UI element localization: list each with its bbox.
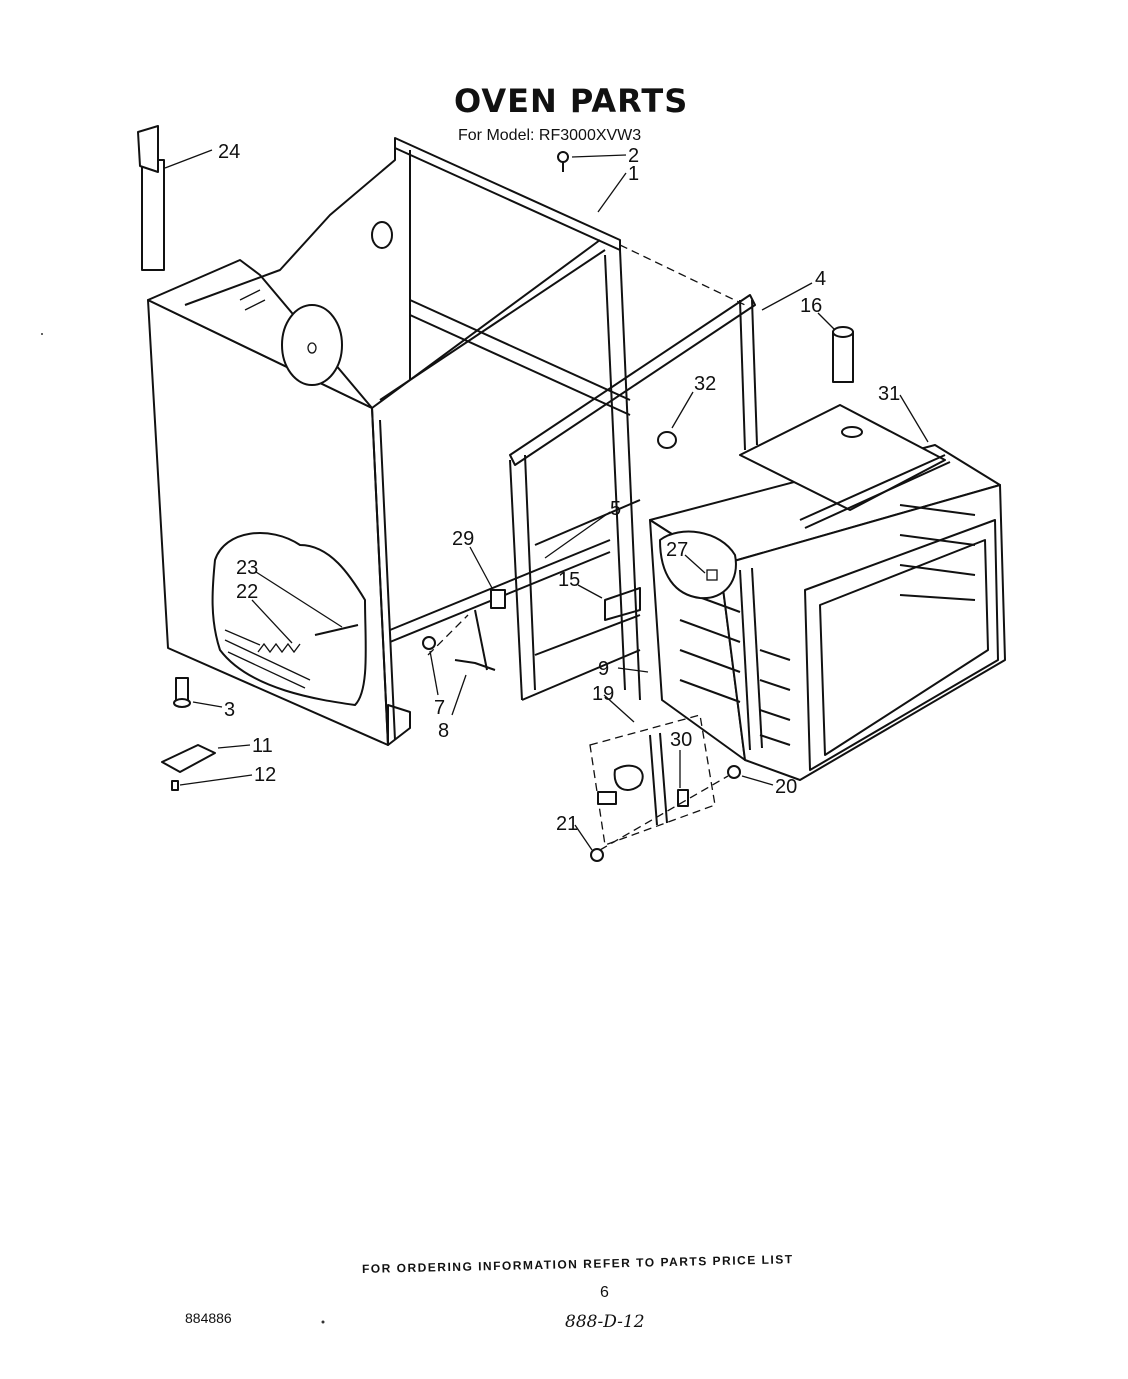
callout-11: 11 <box>252 735 273 757</box>
model-line: For Model: RF3000XVW3 <box>458 127 642 144</box>
callout-24: 24 <box>218 141 240 163</box>
callout-15: 15 <box>558 569 580 591</box>
callout-5: 5 <box>610 498 621 520</box>
diagram-title: OVEN PARTS <box>454 82 689 120</box>
callout-2: 2 <box>628 145 639 167</box>
oven-liner <box>649 404 1006 781</box>
callout-16: 16 <box>800 295 822 317</box>
leader-arrows <box>164 149 929 851</box>
callout-31: 31 <box>878 383 900 405</box>
cabinet-side-panel <box>147 259 411 746</box>
page-number: 6 <box>600 1284 609 1301</box>
callout-21: 21 <box>556 813 578 835</box>
callout-32: 32 <box>694 373 716 395</box>
oven-back-frame <box>184 137 641 701</box>
callout-27: 27 <box>666 539 688 561</box>
callout-3: 3 <box>224 699 235 721</box>
scan-speck <box>321 1320 325 1324</box>
document-id: 884886 <box>185 1310 232 1326</box>
small-parts <box>137 125 854 862</box>
callout-22: 22 <box>236 581 258 603</box>
callout-12: 12 <box>254 764 276 786</box>
callout-4: 4 <box>815 268 826 290</box>
callout-labels: 24 2 1 4 16 32 31 5 27 29 15 23 22 9 3 1… <box>218 141 900 835</box>
callout-7: 7 <box>434 697 445 719</box>
callout-20: 20 <box>775 776 797 798</box>
callout-1: 1 <box>628 163 639 185</box>
scan-speck <box>41 333 43 335</box>
handwritten-reference: 888-D-12 <box>565 1312 645 1332</box>
callout-30: 30 <box>670 729 692 751</box>
callout-23: 23 <box>236 557 258 579</box>
callout-29: 29 <box>452 528 474 550</box>
oven-front-frame <box>509 244 758 701</box>
callout-9: 9 <box>598 658 609 680</box>
callout-8: 8 <box>438 720 449 742</box>
callout-19: 19 <box>592 683 614 705</box>
